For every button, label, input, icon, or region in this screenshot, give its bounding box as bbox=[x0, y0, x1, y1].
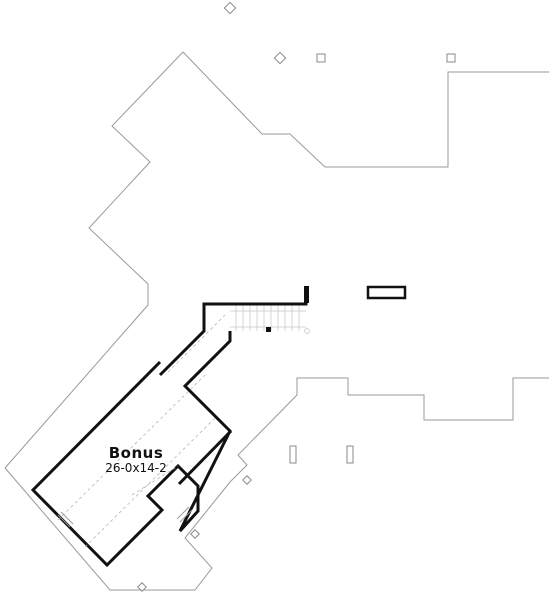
roof-outline-ridge bbox=[182, 51, 549, 168]
knee-wall-line bbox=[57, 374, 206, 521]
chimney bbox=[366, 285, 407, 300]
corner-post bbox=[273, 51, 287, 65]
room-name: Bonus bbox=[109, 444, 164, 462]
corner-post bbox=[242, 475, 252, 485]
column-post bbox=[346, 445, 354, 464]
knee-wall-line bbox=[84, 417, 216, 548]
column-post bbox=[289, 445, 297, 464]
column-post bbox=[316, 53, 326, 63]
corner-post bbox=[190, 529, 200, 539]
wall-stub bbox=[304, 286, 309, 303]
window bbox=[176, 506, 193, 523]
column-post bbox=[446, 53, 456, 63]
bonus-room-wall bbox=[30, 331, 232, 568]
window bbox=[57, 511, 74, 528]
roof-outline-upper bbox=[4, 51, 184, 469]
room-dimensions: 26-0x14-2 bbox=[105, 461, 167, 475]
wall-stub bbox=[266, 327, 271, 332]
corner-post bbox=[137, 582, 147, 592]
knee-wall-line bbox=[167, 314, 226, 373]
roof-outline-right bbox=[4, 377, 549, 591]
bonus-room-wall bbox=[158, 287, 308, 377]
corner-post bbox=[223, 1, 237, 15]
bonus-room-wall bbox=[177, 429, 233, 486]
